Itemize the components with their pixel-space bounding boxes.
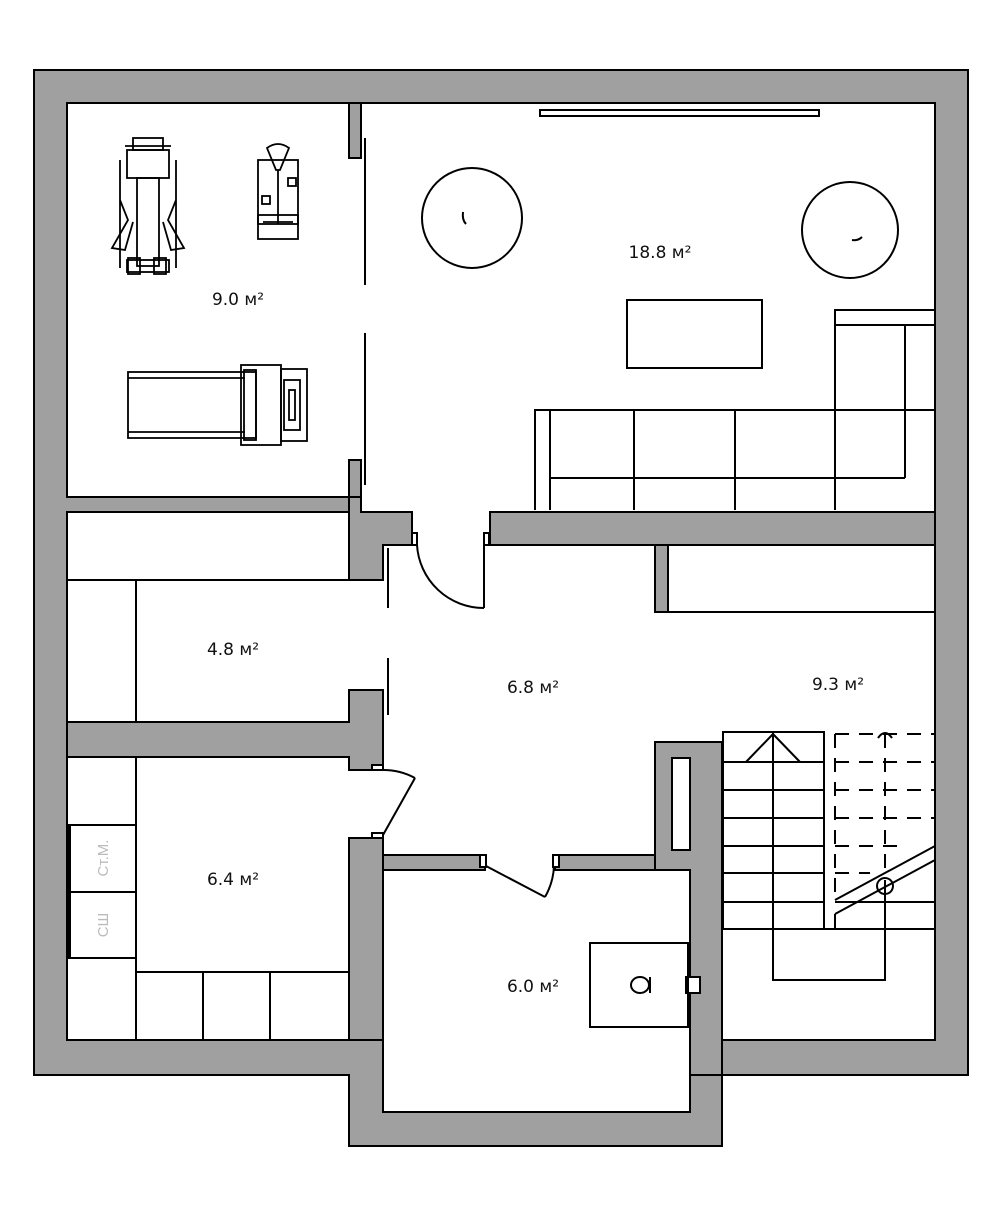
shaft-niche: [671, 757, 691, 851]
opening-storage-hall: [347, 581, 385, 689]
wall-block: [348, 837, 384, 1041]
wall-stub: [654, 544, 669, 613]
pouf: [421, 167, 523, 269]
coffee-table: [626, 299, 763, 369]
wall-block: [489, 511, 936, 546]
staircase: [722, 731, 936, 981]
pouf: [801, 181, 899, 279]
pouf-mark: [851, 236, 863, 242]
area-label-bathroom: 6.0 м²: [507, 977, 559, 997]
washer-label: Ст.М.: [95, 840, 112, 877]
wall-stub: [348, 102, 362, 159]
area-label-storage: 4.8 м²: [207, 640, 259, 660]
wall-block: [554, 854, 656, 871]
wall-block: [382, 854, 486, 871]
door-living[interactable]: [411, 532, 490, 610]
corner-sofa: [534, 309, 935, 510]
room-storage: [66, 511, 350, 723]
vanity: [589, 942, 689, 1028]
opening-living-hall: [413, 510, 489, 547]
door-bathroom[interactable]: [479, 854, 560, 898]
area-label-hall: 6.8 м²: [507, 678, 559, 698]
opening-bathroom: [486, 853, 554, 872]
area-label-gym: 9.0 м²: [212, 290, 264, 310]
window: [539, 109, 820, 117]
area-label-stair-room: 9.3 м²: [812, 675, 864, 695]
opening-hall-stair: [653, 613, 669, 741]
opening-gym-living: [345, 159, 365, 459]
room-hall: [382, 544, 656, 856]
area-label-laundry: 6.4 м²: [207, 870, 259, 890]
wall-block: [66, 689, 384, 771]
pouf-mark: [461, 211, 467, 225]
dryer-label: СШ: [95, 913, 112, 938]
exercise-bike: [110, 137, 186, 275]
opening-laundry-hall: [347, 771, 385, 837]
door-laundry[interactable]: [371, 764, 416, 839]
treadmill: [127, 364, 308, 446]
room-laundry: [66, 756, 350, 1041]
toilet-icon: [630, 965, 701, 1003]
area-label-living: 18.8 м²: [629, 243, 692, 263]
weight-machine: [257, 143, 299, 240]
